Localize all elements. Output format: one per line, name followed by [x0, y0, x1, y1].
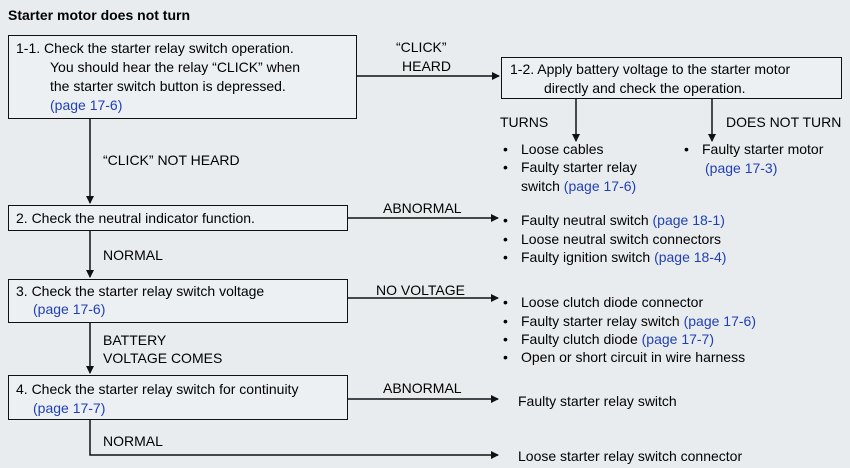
result-item: Faulty starter relay switch [518, 393, 677, 409]
label-does-not-turn: DOES NOT TURN [726, 114, 842, 130]
result-item: Faulty starter motor [702, 141, 824, 157]
label-normal: NORMAL [103, 247, 163, 263]
result-item-text: Faulty clutch diode [521, 331, 638, 347]
bullet: • [503, 249, 508, 265]
step-1-1-text: 1-1. Check the starter relay switch oper… [16, 40, 294, 56]
step-3-text: 3. Check the starter relay switch voltag… [16, 283, 265, 299]
page-ref-link[interactable]: (page 17-6) [33, 301, 106, 317]
label-battery-voltage: VOLTAGE COMES [103, 350, 223, 366]
result-item-text: switch [521, 178, 560, 194]
bullet: • [503, 313, 508, 329]
page-title: Starter motor does not turn [8, 7, 191, 23]
page-ref-link[interactable]: (page 17-6) [683, 313, 756, 329]
page-ref-link[interactable]: (page 18-1) [652, 212, 725, 228]
step-1-2-text: 1-2. Apply battery voltage to the starte… [510, 61, 791, 77]
result-item-text: Faulty starter relay switch [521, 313, 680, 329]
page-ref-link[interactable]: (page 17-6) [50, 97, 123, 113]
label-click-heard: HEARD [402, 58, 452, 74]
bullet: • [503, 349, 508, 365]
bullet: • [503, 212, 508, 228]
bullet: • [503, 231, 508, 247]
bullet: • [503, 159, 508, 175]
step-1-1-text: the starter switch button is depressed. [50, 78, 286, 94]
page-ref-link[interactable]: (page 18-4) [654, 249, 727, 265]
result-item: Loose cables [521, 141, 604, 157]
label-abnormal: ABNORMAL [383, 380, 462, 396]
result-item: Faulty clutch diode (page 17-7) [521, 330, 714, 348]
step-4-box [8, 375, 348, 420]
result-item: Open or short circuit in wire harness [521, 349, 746, 365]
page-ref-link[interactable]: (page 17-6) [563, 178, 637, 194]
result-item: Loose neutral switch connectors [521, 231, 721, 247]
result-item: Faulty starter relay switch (page 17-6) [521, 312, 756, 330]
result-item-text: Faulty ignition switch [521, 249, 651, 265]
page-ref-link[interactable]: (page 17-3) [705, 160, 778, 176]
result-item: Loose clutch diode connector [521, 294, 704, 310]
label-battery-voltage: BATTERY [103, 332, 167, 348]
result-item-text: Faulty neutral switch [521, 212, 649, 228]
bullet: • [684, 141, 689, 157]
label-no-voltage: NO VOLTAGE [376, 282, 465, 298]
label-abnormal: ABNORMAL [383, 200, 462, 216]
step-1-2-text: directly and check the operation. [544, 80, 746, 96]
step-3-box [8, 279, 348, 323]
page-ref-link[interactable]: (page 17-7) [641, 331, 715, 347]
label-click-not-heard: “CLICK” NOT HEARD [103, 152, 240, 168]
bullet: • [503, 331, 508, 347]
result-item: Faulty ignition switch (page 18-4) [521, 248, 726, 266]
label-normal: NORMAL [103, 433, 163, 449]
step-1-1-text: You should hear the relay “CLICK” when [50, 59, 301, 75]
page-ref-link[interactable]: (page 17-7) [33, 400, 106, 416]
step-1-1-box [8, 35, 357, 119]
step-1-2-box [501, 57, 842, 99]
label-turns: TURNS [500, 114, 549, 130]
result-item: Loose starter relay switch connector [518, 448, 743, 464]
step-4-text: 4. Check the starter relay switch for co… [16, 381, 299, 397]
bullet: • [503, 141, 508, 157]
bullet: • [503, 294, 508, 310]
result-item: switch (page 17-6) [521, 177, 636, 195]
step-2-box [8, 205, 348, 231]
label-click-heard: “CLICK” [396, 39, 447, 55]
result-item: Faulty neutral switch (page 18-1) [521, 211, 725, 229]
step-2-text: 2. Check the neutral indicator function. [16, 210, 255, 226]
arrow-normal-4 [89, 420, 499, 459]
result-item: Faulty starter relay [521, 159, 637, 175]
